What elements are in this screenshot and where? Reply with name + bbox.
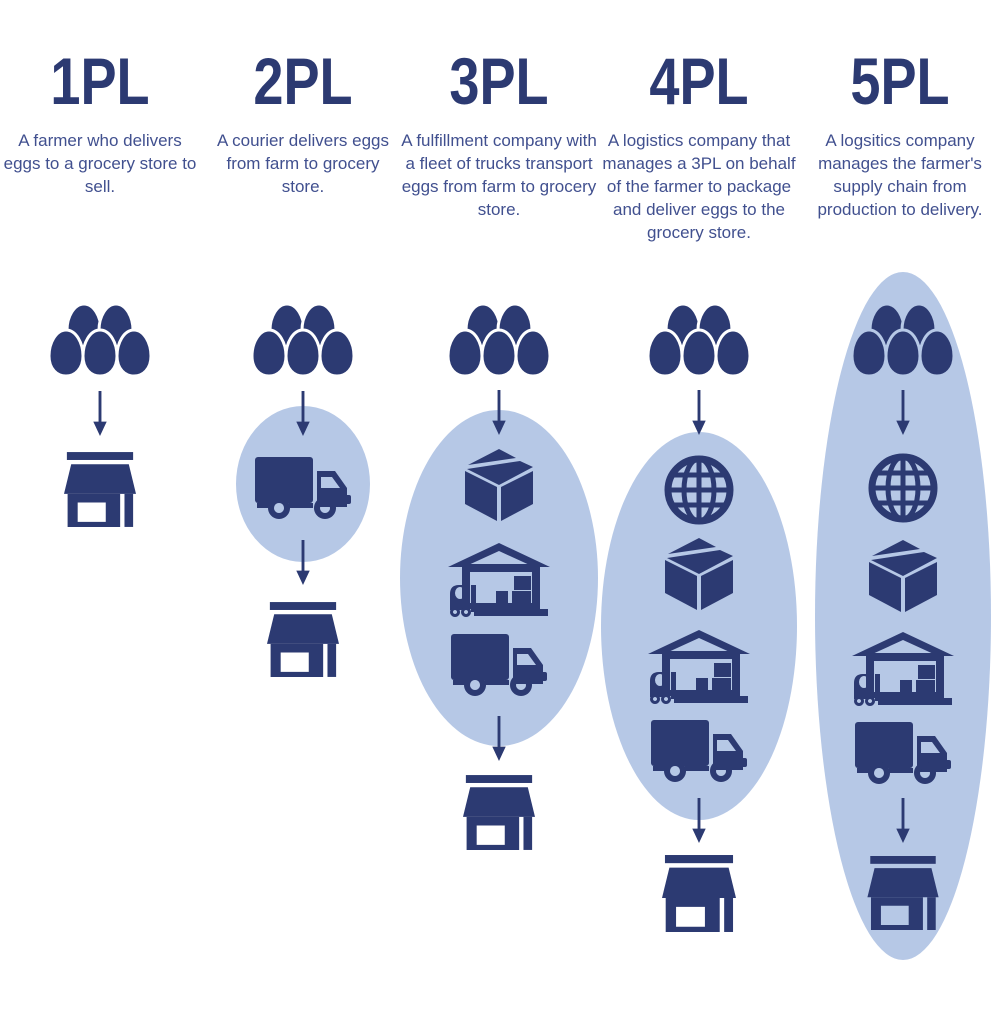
column-description: A logistics company that manages a 3PL o… — [602, 131, 796, 242]
column-1pl: 1PL A farmer who delivers eggs to a groc… — [0, 0, 200, 1024]
column-2pl: 2PL A courier delivers eggs from farm to… — [203, 0, 403, 1024]
column-description: A fulfillment company with a fleet of tr… — [401, 131, 597, 219]
column-4pl: 4PL A logistics company that manages a 3… — [599, 0, 799, 1024]
warehouse-forklift-icon — [446, 540, 552, 618]
down-arrow-icon — [491, 716, 507, 762]
column-description: A courier delivers eggs from farm to gro… — [217, 131, 389, 196]
globe-icon — [867, 452, 939, 524]
column-description: A farmer who delivers eggs to a grocery … — [3, 131, 197, 196]
down-arrow-icon — [295, 391, 311, 437]
package-box-icon — [865, 540, 941, 614]
column-title: 1PL — [50, 44, 150, 118]
column-title: 5PL — [850, 44, 950, 118]
warehouse-forklift-icon — [646, 627, 752, 705]
grocery-store-icon — [662, 855, 736, 932]
eggs-icon — [647, 301, 751, 377]
down-arrow-icon — [92, 391, 108, 437]
down-arrow-icon — [895, 798, 911, 844]
eggs-icon — [851, 301, 955, 377]
grocery-store-icon — [865, 856, 941, 930]
delivery-truck-icon — [451, 628, 547, 698]
delivery-truck-icon — [651, 714, 747, 784]
column-5pl: 5PL A logsitics company manages the farm… — [800, 0, 1000, 1024]
grocery-store-icon — [64, 452, 136, 527]
warehouse-forklift-icon — [850, 629, 956, 707]
column-3pl: 3PL A fulfillment company with a fleet o… — [399, 0, 599, 1024]
eggs-icon — [251, 301, 355, 377]
column-title: 2PL — [253, 44, 353, 118]
down-arrow-icon — [691, 798, 707, 844]
down-arrow-icon — [295, 540, 311, 586]
delivery-truck-icon — [855, 716, 951, 786]
globe-icon — [663, 454, 735, 526]
highlight-ellipse — [815, 272, 991, 960]
eggs-icon — [447, 301, 551, 377]
down-arrow-icon — [691, 390, 707, 436]
grocery-store-icon — [463, 775, 535, 850]
package-box-icon — [661, 538, 737, 612]
column-title: 3PL — [449, 44, 549, 118]
column-description: A logsitics company manages the farmer's… — [817, 131, 983, 219]
down-arrow-icon — [895, 390, 911, 436]
column-title: 4PL — [649, 44, 749, 118]
grocery-store-icon — [267, 602, 339, 677]
package-box-icon — [461, 449, 537, 523]
delivery-truck-icon — [255, 451, 351, 521]
down-arrow-icon — [491, 390, 507, 436]
eggs-icon — [48, 301, 152, 377]
